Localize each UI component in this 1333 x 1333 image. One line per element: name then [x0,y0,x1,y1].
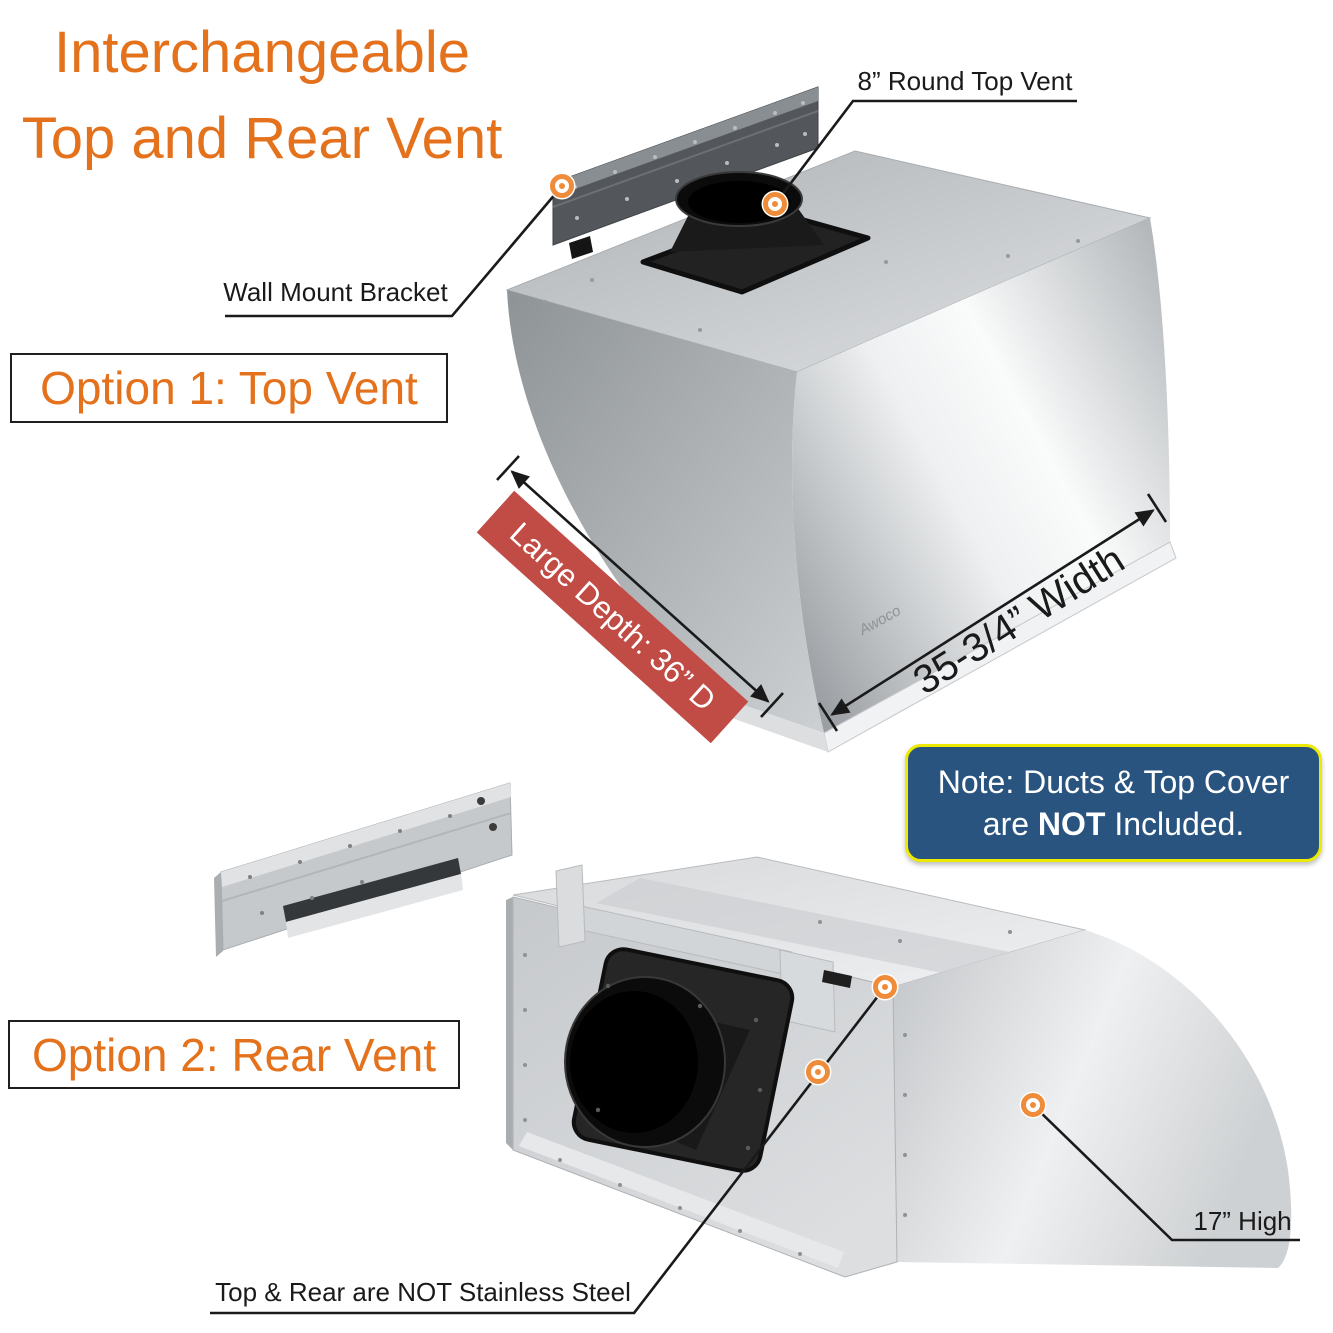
option2-rear-vent-label: Option 2: Rear Vent [8,1020,460,1089]
callout-markers [548,172,1047,1119]
depth-tick-start [496,455,520,481]
rear-vent-hood-illustration [214,782,1292,1278]
rear-hood-right-side [893,930,1292,1268]
dimension-arrows [496,455,1168,732]
detached-wall-bracket [214,782,513,957]
leader-17-high [1034,1106,1300,1242]
marker-rear-panel [804,1058,832,1086]
width-tick-start [817,702,839,732]
depth-tick-end [760,692,784,718]
round-top-vent-collar [640,171,871,295]
marker-top-vent [761,190,789,218]
rear-hood-bottom-strip [519,1132,844,1268]
option1-top-vent-label: Option 1: Top Vent [10,353,448,423]
width-dimension-arrow [830,509,1155,716]
leader-round-top-vent [773,99,1077,205]
callout-not-stainless: Top & Rear are NOT Stainless Steel [215,1277,631,1307]
width-tick-end [1146,493,1168,523]
note-line2: are NOT Included. [908,803,1319,845]
leader-lines [210,99,1300,1315]
page-title-line1: Interchangeable [54,20,470,85]
page-title: Interchangeable Top and Rear Vent [2,10,522,182]
marker-side-height [1019,1091,1047,1119]
rear-hood-top-recess [596,878,1010,977]
top-hood-wall-bracket [552,86,819,259]
rear-hood-mount-tab-left [555,864,586,948]
option2-text: Option 2: Rear Vent [31,1028,437,1081]
rear-hood-clip [822,970,852,988]
round-rear-vent-collar [564,947,795,1173]
depth-dimension-arrow [510,470,770,703]
rear-hood-left-edge [506,897,513,1150]
note-line1: Note: Ducts & Top Cover [937,764,1290,800]
note-line2-post: Included. [1105,806,1245,842]
leader-wall-mount-bracket [225,185,563,318]
callout-wall-mount-bracket: Wall Mount Bracket [223,277,448,307]
page-title-line2: Top and Rear Vent [21,106,503,171]
option1-text: Option 1: Top Vent [40,362,418,414]
rear-hood-screws [523,920,1012,1256]
top-vent-hood-illustration [505,86,1177,753]
note-box: Note: Ducts & Top Cover are NOT Included… [905,744,1322,862]
callout-17-high: 17” High [1193,1206,1292,1236]
callout-round-top-vent: 8” Round Top Vent [857,66,1073,96]
note-line2-bold: NOT [1037,806,1106,842]
note-line2-pre: are [982,806,1038,842]
marker-rear-top [871,973,899,1001]
top-hood-screws [543,239,1080,332]
marker-wall-bracket [548,172,576,200]
leader-not-stainless [210,986,887,1315]
